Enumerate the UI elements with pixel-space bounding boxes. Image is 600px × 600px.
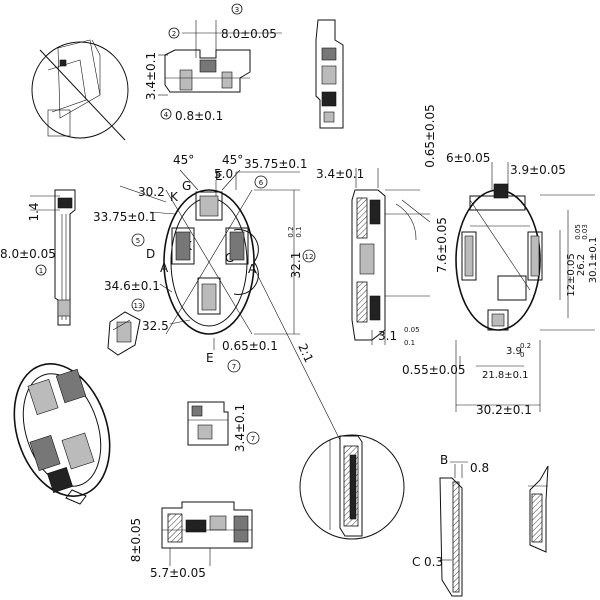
dim-0-65: 0.65±0.1 — [222, 339, 278, 353]
small-tilted-part — [107, 311, 141, 356]
label-c: C — [412, 555, 420, 569]
dim-3-9: 3.9±0.05 — [510, 163, 566, 177]
dim-0-65-side: 0.65±0.05 — [423, 104, 437, 168]
dim-7-6: 7.6±0.05 — [435, 217, 449, 273]
side-profile-top — [315, 19, 344, 129]
dim-30-2-right: 30.2±0.1 — [476, 403, 532, 417]
marker-6: 6 — [259, 179, 264, 187]
height-dim: 3.4±0.1 — [144, 52, 158, 100]
dim-0-8: 0.8 — [470, 461, 489, 475]
dim-32-5: 32.5 — [142, 319, 169, 333]
section-b-detail: B 0.8 C 0.3 — [412, 453, 489, 597]
letter-g-mid: G — [225, 251, 234, 265]
marker-13: 13 — [134, 302, 143, 310]
width-dim: 8.0±0.05 — [221, 27, 277, 41]
section-right-sliver — [528, 465, 549, 553]
marker-4: 4 — [164, 111, 169, 119]
pitch-dim: 0.8±0.1 — [175, 109, 223, 123]
marker-3: 3 — [235, 6, 239, 14]
dim-0-3: 0.3 — [424, 555, 443, 569]
dim-0-55: 0.55±0.05 — [402, 363, 466, 377]
dim-30-1: 30.1±0.1 — [588, 237, 599, 284]
angle-left: 45° — [173, 153, 194, 167]
dim-1-4: 1.4 — [27, 202, 41, 221]
letter-k: K — [170, 190, 179, 204]
marker-5: 5 — [136, 237, 140, 245]
dim-33-75: 33.75±0.1 — [93, 210, 157, 224]
tol-3-9b-up: 0.2 — [520, 342, 531, 350]
detail-circle-top-left — [31, 39, 129, 141]
mid-detail-view: 3.4±0.1 7 — [187, 401, 260, 452]
dim-5: 5.0 — [214, 167, 233, 181]
left-view: 1.4 8.0±0.05 1 — [0, 189, 76, 326]
side-section-view: 3.4±0.1 0.65±0.05 7.6±0.05 3.1 0.05 0.1 — [316, 104, 449, 347]
letter-a-right: A — [248, 262, 257, 276]
detail-circle-2-1 — [299, 434, 405, 540]
dim-12: 12±0.05 — [566, 253, 577, 296]
angle-right: 45° — [222, 153, 243, 167]
top-view: 3 2 8.0±0.05 3.4±0.1 4 0.8±0.1 — [144, 3, 282, 123]
perspective-view — [13, 363, 111, 505]
dim-6: 6±0.05 — [446, 151, 490, 165]
letter-e-top: E — [215, 169, 223, 183]
tol-3-1-up: 0.05 — [404, 326, 420, 334]
dim-26-2: 26.2 — [576, 254, 587, 276]
tol-32-1-up: 0.2 — [287, 226, 295, 237]
dim-3-9b: 3.9 — [506, 346, 522, 357]
marker-12: 12 — [305, 253, 314, 261]
dim-3-4-side: 3.4±0.1 — [316, 167, 364, 181]
dim-8-left: 8.0±0.05 — [0, 247, 56, 261]
dim-3-4-mid: 3.4±0.1 — [233, 404, 247, 452]
tol-32-1-dn: 0.1 — [295, 226, 303, 237]
bottom-view: 8±0.05 5.7±0.05 — [129, 501, 253, 580]
dim-30-2: 30.2 — [138, 185, 165, 199]
front-view: 45° 45° 5.0 G E 35.75±0.1 6 30.2 K 33.75… — [93, 153, 341, 441]
dim-34-6: 34.6±0.1 — [104, 279, 160, 293]
marker-7-mid: 7 — [251, 435, 255, 443]
marker-7: 7 — [232, 363, 236, 371]
marker-1: 1 — [39, 267, 43, 275]
tol-3-9b-dn: 0 — [520, 351, 524, 359]
letter-d: D — [146, 247, 155, 261]
letter-g-top: G — [182, 179, 191, 193]
tol-26-2-up: 0.05 — [574, 224, 582, 240]
dim-8-bottom: 8±0.05 — [129, 518, 143, 562]
label-b: B — [440, 453, 448, 467]
dim-5-7: 5.7±0.05 — [150, 566, 206, 580]
tol-26-2-dn: 0.03 — [581, 224, 589, 240]
dim-21-8: 21.8±0.1 — [482, 370, 529, 381]
marker-2: 2 — [172, 30, 176, 38]
dim-32-1: 32.1 — [289, 252, 303, 279]
dim-3-1: 3.1 — [378, 329, 397, 343]
dim-35-75: 35.75±0.1 — [244, 157, 308, 171]
right-view: 6±0.05 3.9±0.05 12±0.05 26.2 0.05 0.03 3… — [402, 151, 599, 417]
letter-e-bot: E — [206, 351, 214, 365]
scale-label: 2:1 — [295, 341, 316, 364]
tol-3-1-dn: 0.1 — [404, 339, 415, 347]
